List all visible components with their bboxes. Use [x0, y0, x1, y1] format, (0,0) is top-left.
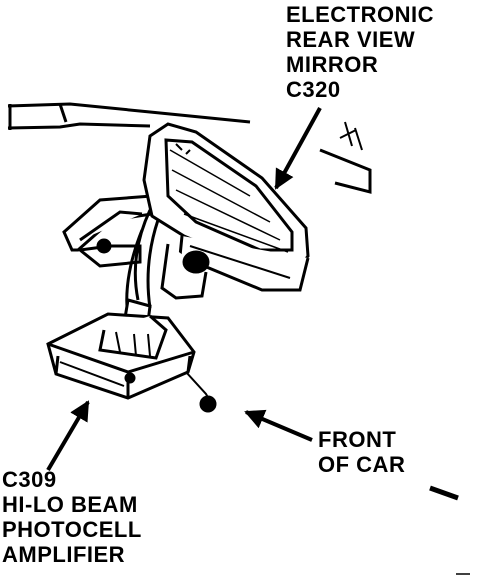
mirror-label-line-2: REAR VIEW: [286, 27, 416, 52]
leader-arrows: [46, 107, 459, 501]
amplifier-callout-arrow: [46, 400, 90, 472]
front-label-line-1: FRONT: [318, 427, 397, 452]
front-of-car-arrow-head: [244, 409, 313, 442]
amplifier-label: C309 HI-LO BEAM PHOTOCELL AMPLIFIER: [2, 467, 142, 567]
front-label-line-2: OF CAR: [318, 452, 406, 477]
photocell-amplifier-box: [46, 312, 217, 413]
mirror-label: ELECTRONIC REAR VIEW MIRROR C320: [286, 2, 434, 102]
roof-header: [7, 102, 372, 194]
amplifier-connector-code: C309: [2, 467, 57, 492]
mirror-callout-arrow: [274, 107, 322, 190]
front-of-car-arrow-tail: [429, 485, 459, 501]
amplifier-label-line-2: PHOTOCELL: [2, 517, 142, 542]
mirror-label-line-1: ELECTRONIC: [286, 2, 434, 27]
mounting-bracket: [62, 194, 154, 268]
amplifier-label-line-3: AMPLIFIER: [2, 542, 126, 567]
front-of-car-label: FRONT OF CAR: [318, 427, 405, 477]
mirror-housing: [142, 122, 310, 300]
amplifier-label-line-1: HI-LO BEAM: [2, 492, 138, 517]
mirror-connector-code: C320: [286, 77, 341, 102]
mirror-label-line-3: MIRROR: [286, 52, 379, 77]
